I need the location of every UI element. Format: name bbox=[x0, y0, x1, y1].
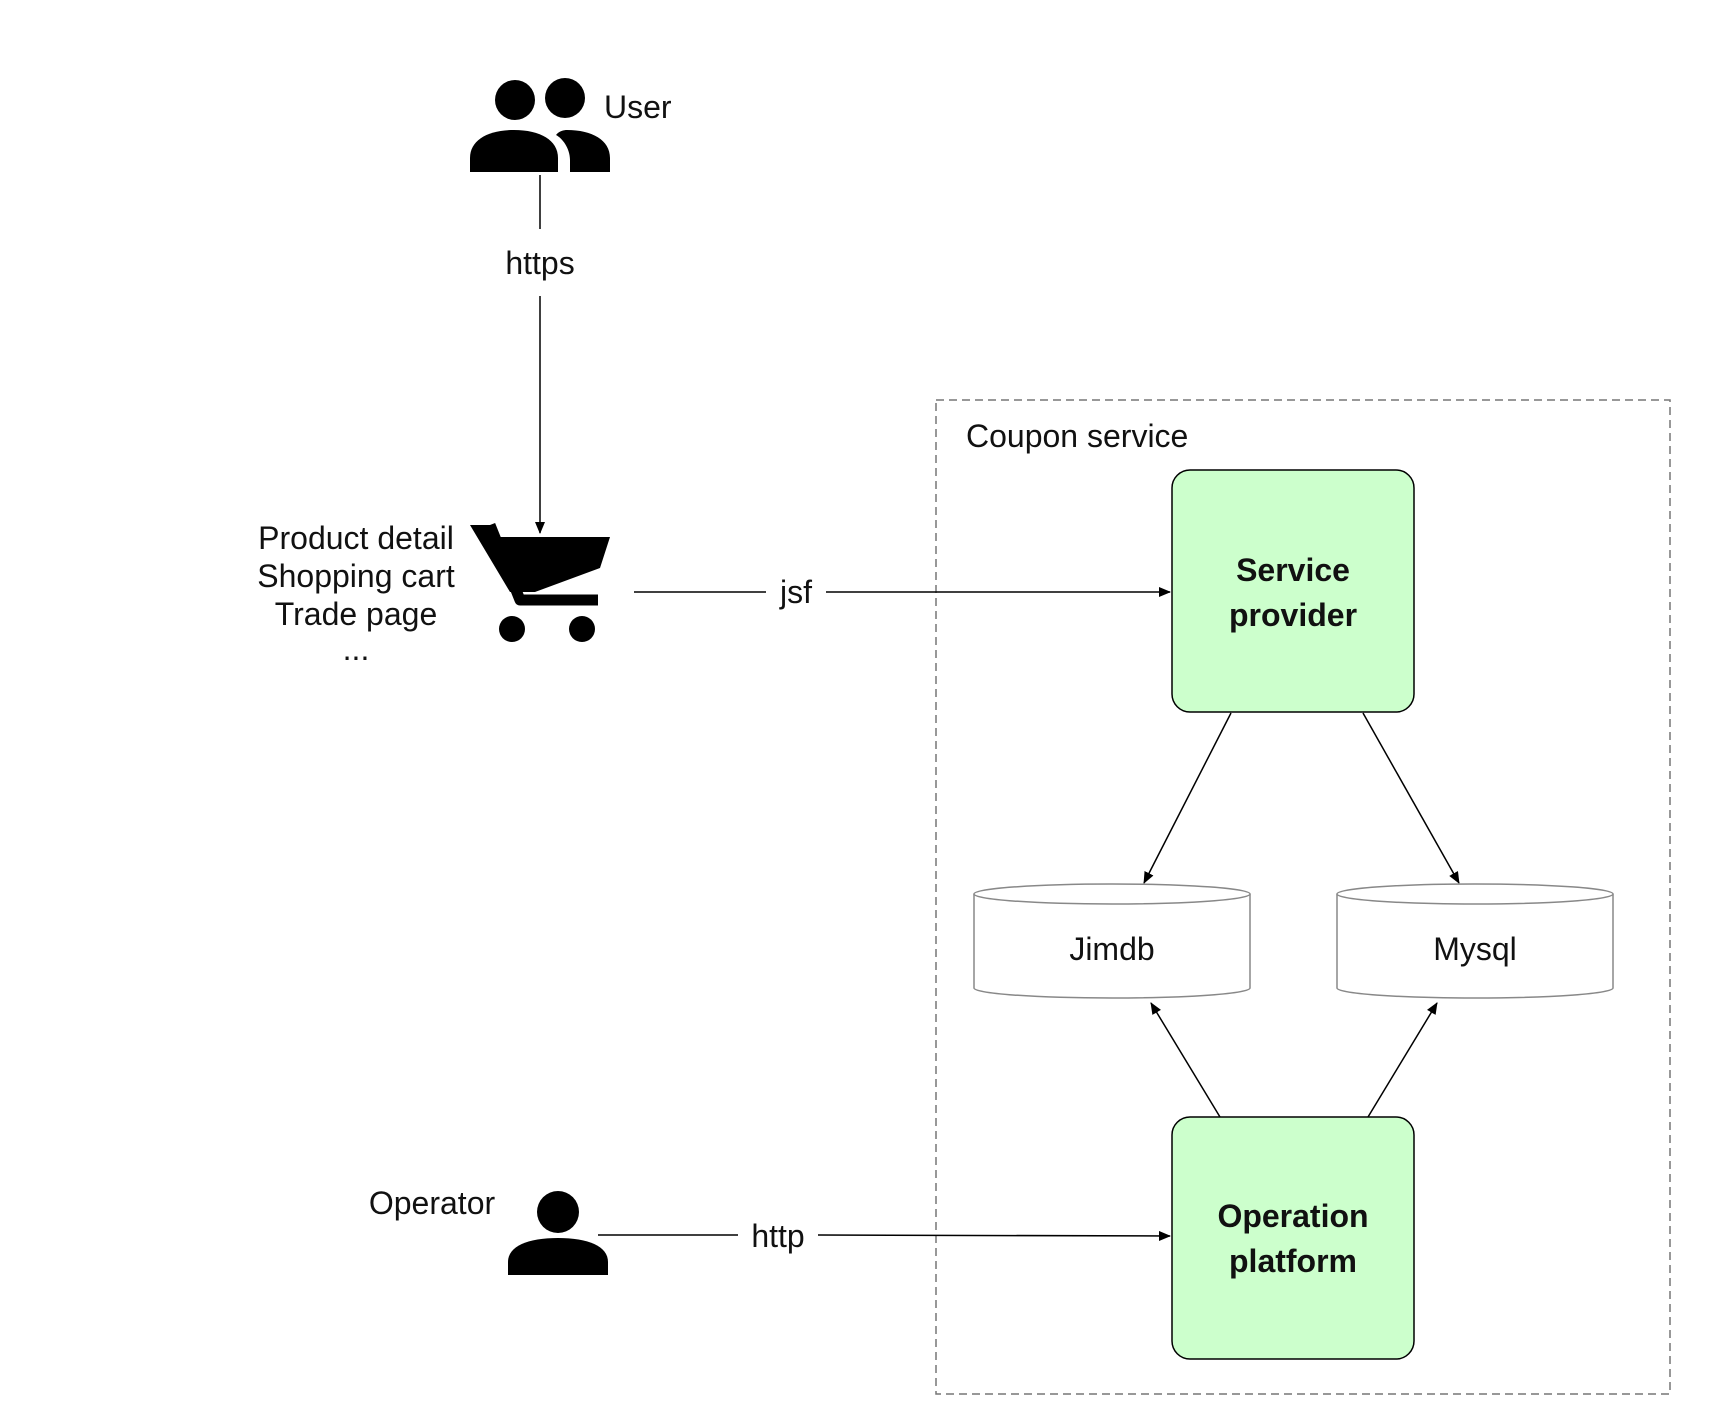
operation-platform-line-2: platform bbox=[1229, 1243, 1357, 1279]
shopping-cart-icon bbox=[470, 522, 610, 642]
jsf-label: jsf bbox=[779, 574, 812, 610]
http-connector-arrow bbox=[817, 1230, 1171, 1241]
operator-icon bbox=[508, 1191, 608, 1275]
operation-platform-box bbox=[1171, 1116, 1415, 1360]
mysql-database bbox=[1336, 883, 1614, 999]
coupon-service-label: Coupon service bbox=[966, 418, 1188, 454]
coupon-service-container bbox=[935, 399, 1671, 1395]
provider-to-mysql-arrow bbox=[1362, 712, 1460, 884]
jimdb-label: Jimdb bbox=[1069, 931, 1154, 967]
mysql-label: Mysql bbox=[1433, 931, 1517, 967]
service-provider-line-2: provider bbox=[1229, 597, 1357, 633]
jimdb-database bbox=[973, 883, 1251, 999]
user-label: User bbox=[604, 89, 672, 125]
service-provider-box bbox=[1171, 469, 1415, 713]
http-label: http bbox=[751, 1218, 804, 1254]
pages-line-shopping-cart: Shopping cart bbox=[257, 558, 455, 594]
pages-line-ellipsis: ... bbox=[343, 631, 370, 667]
provider-to-jimdb-arrow bbox=[1143, 712, 1232, 884]
platform-to-mysql-arrow bbox=[1367, 1002, 1438, 1118]
pages-line-trade-page: Trade page bbox=[275, 596, 437, 632]
service-provider-line-1: Service bbox=[1236, 552, 1350, 588]
operator-label: Operator bbox=[369, 1185, 496, 1221]
pages-line-product-detail: Product detail bbox=[258, 520, 454, 556]
platform-to-jimdb-arrow bbox=[1150, 1002, 1221, 1118]
user-icon bbox=[470, 78, 610, 172]
operation-platform-line-1: Operation bbox=[1217, 1198, 1368, 1234]
https-label: https bbox=[505, 245, 574, 281]
